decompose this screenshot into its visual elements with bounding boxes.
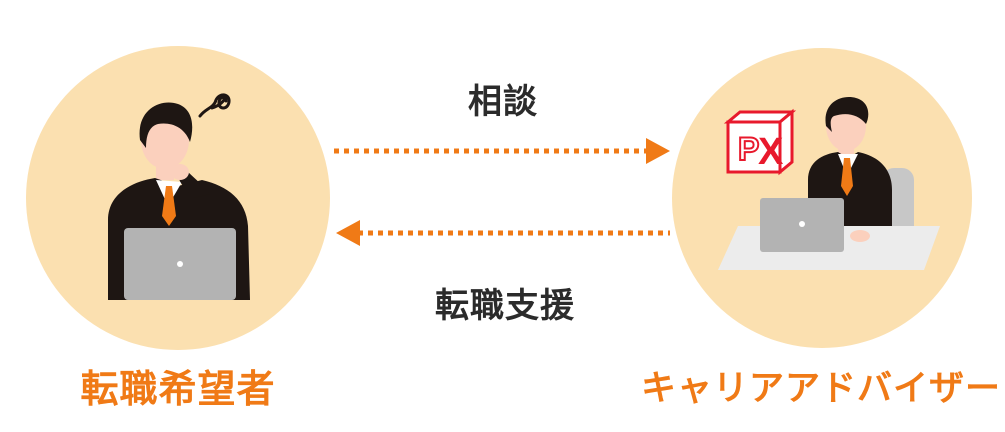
svg-text:X: X — [758, 131, 784, 173]
consultation-label: 相談 — [468, 82, 538, 122]
career-advisor-label: キャリアアドバイザー — [640, 369, 1001, 409]
swirl-icon — [198, 93, 231, 118]
advisor-laptop-logo — [799, 221, 805, 227]
job-support-label: 転職支援 — [435, 286, 575, 326]
arrow-head-left — [336, 220, 360, 246]
job-seeker-neck — [156, 164, 174, 180]
job-seeker-illustration — [26, 46, 330, 350]
px-logo-icon: P X — [723, 108, 797, 176]
career-advisor-illustration: P X — [672, 48, 972, 348]
job-seeker-tie — [162, 186, 176, 226]
advisor-hair — [825, 97, 869, 132]
svg-text:P: P — [738, 131, 759, 167]
job-seeker-label: 転職希望者 — [80, 367, 276, 411]
consultation-arrow — [334, 138, 670, 164]
support-arrow — [336, 220, 670, 246]
advisor-tie — [841, 158, 853, 196]
advisor-hand — [850, 230, 870, 242]
job-seeker-hand — [171, 164, 189, 180]
job-seeker-hair — [139, 102, 193, 148]
job-seeker-laptop-logo — [177, 261, 183, 267]
arrow-head-right — [646, 138, 670, 164]
